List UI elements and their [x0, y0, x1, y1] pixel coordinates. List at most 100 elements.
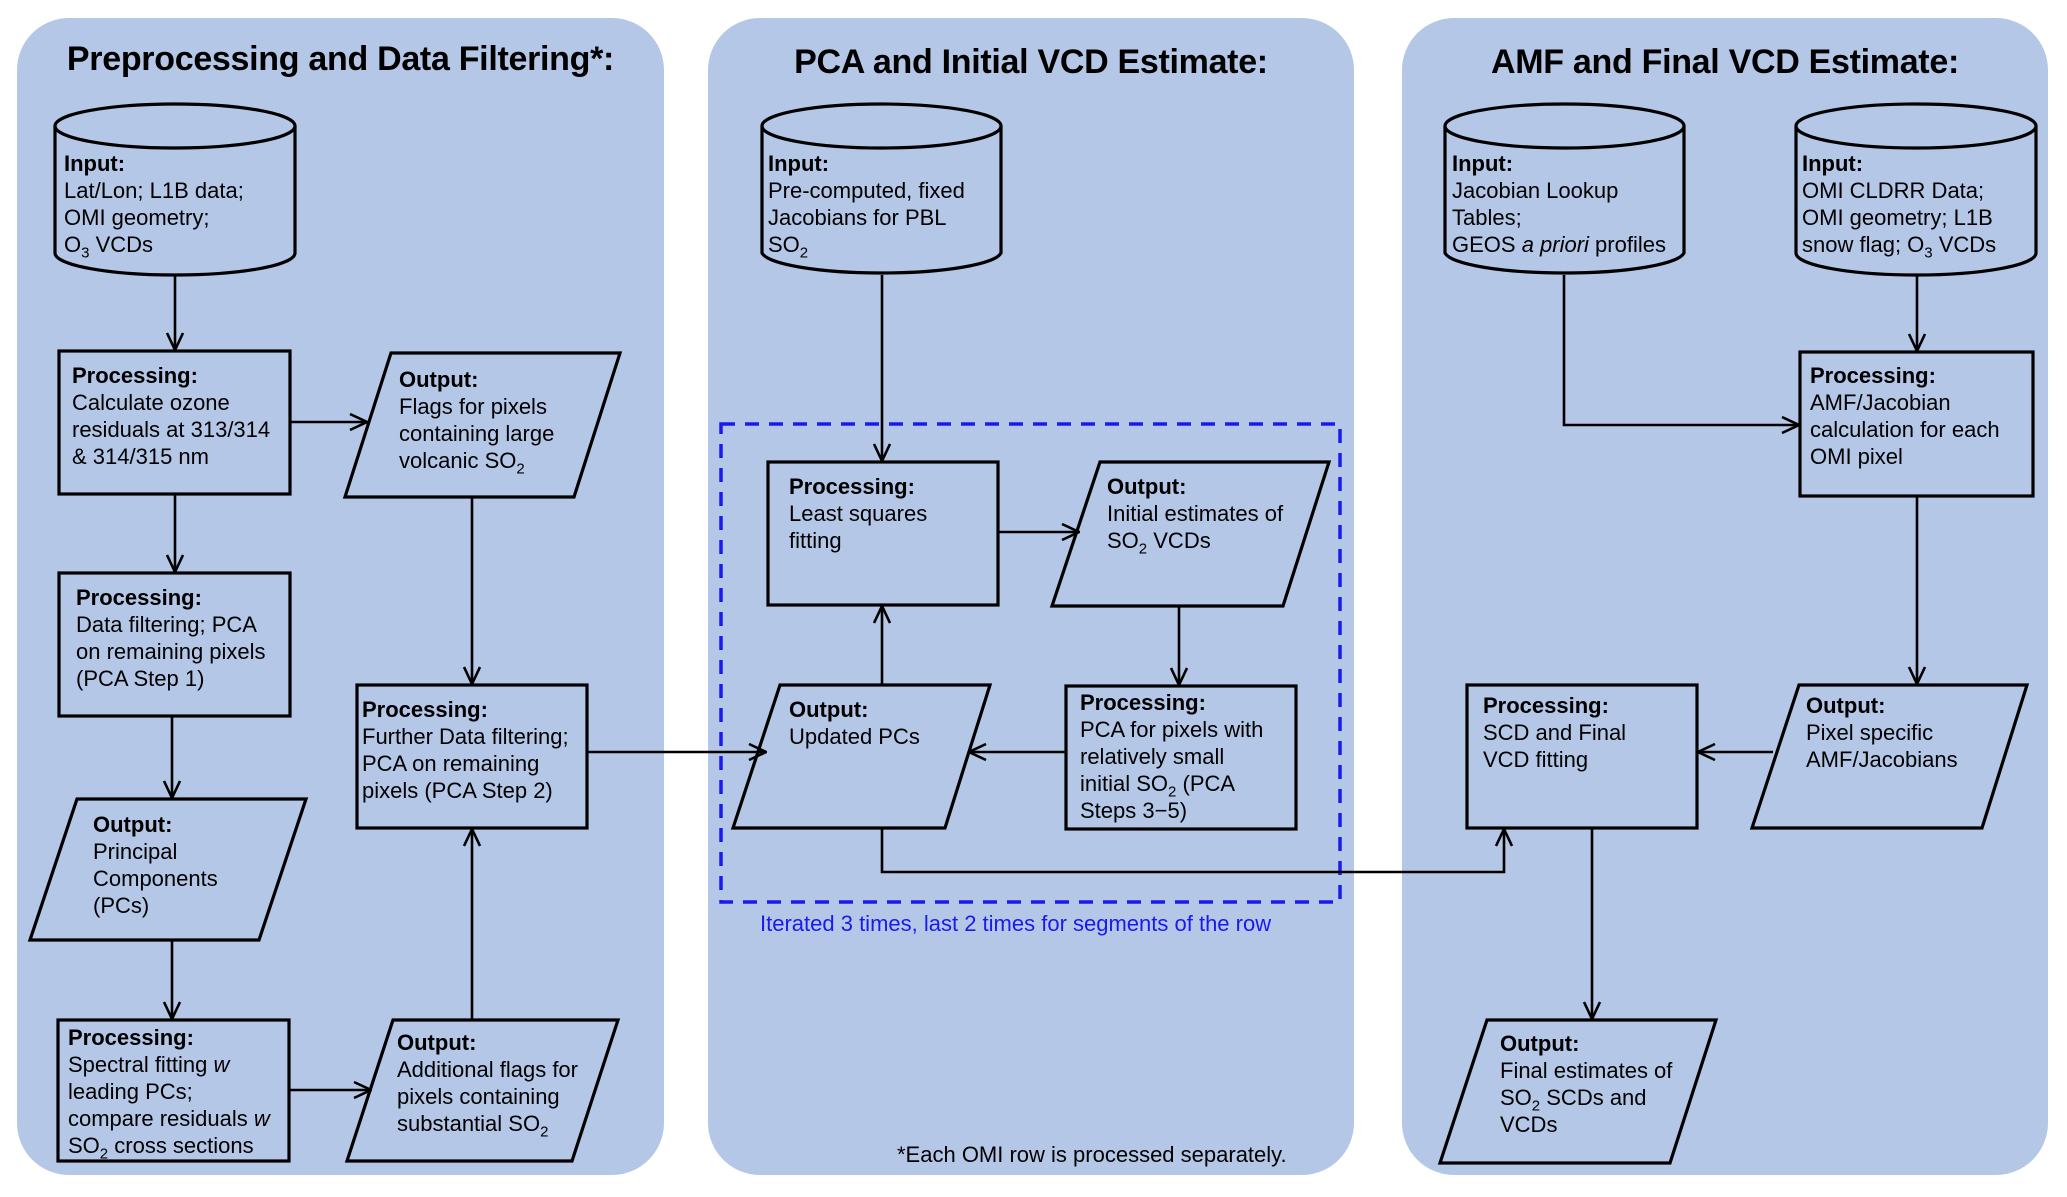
node-text-line: Steps 3−5): [1080, 798, 1188, 823]
node-text-line: SO2 cross sections: [68, 1133, 254, 1163]
node-text-line: VCD fitting: [1483, 747, 1589, 772]
shape-input-jacobians: [760, 102, 1003, 275]
node-text-line: GEOS a priori profiles: [1452, 232, 1666, 257]
node-heading: Output:: [1806, 693, 1886, 718]
subscript: 2: [799, 244, 809, 262]
node-heading: Input:: [64, 151, 126, 176]
shape-proc-pca35: [1064, 684, 1298, 831]
node-text-line: SO2 SCDs and: [1500, 1085, 1647, 1115]
node-text-line: OMI CLDRR Data;: [1802, 178, 1985, 203]
subscript: 2: [99, 1145, 109, 1163]
node-text-line: Pre-computed, fixed: [768, 178, 965, 203]
shape-out-flags: [342, 351, 623, 499]
node-text-line: on remaining pixels: [76, 639, 266, 664]
node-text-line: PCA for pixels with: [1080, 717, 1264, 742]
shape-out-updated: [730, 683, 993, 830]
shape-out-final: [1437, 1018, 1719, 1165]
italic-text: w: [253, 1106, 270, 1131]
node-heading: Processing:: [76, 585, 202, 610]
node-text-line: Calculate ozone: [72, 390, 230, 415]
italic-text: w: [213, 1052, 230, 1077]
shape-proc-lsq: [766, 460, 1000, 607]
shape-proc-ozone: [57, 349, 292, 496]
shape-proc-spectral: [56, 1018, 291, 1163]
node-text-line: AMF/Jacobian: [1810, 390, 1951, 415]
node-text-line: Data filtering; PCA: [76, 612, 257, 637]
node-text-line: relatively small: [1080, 744, 1225, 769]
node-text-line: Least squares: [789, 501, 928, 526]
italic-text: a priori: [1521, 232, 1589, 257]
node-heading: Output:: [397, 1030, 477, 1055]
node-text-line: Jacobian Lookup: [1452, 178, 1619, 203]
subscript: 3: [1924, 244, 1933, 262]
node-heading: Input:: [1452, 151, 1514, 176]
node-text-line: Lat/Lon; L1B data;: [64, 178, 244, 203]
node-text-line: O3 VCDs: [64, 232, 154, 262]
shape-proc-filter1: [57, 571, 292, 718]
node-text-line: volcanic SO2: [399, 448, 525, 478]
node-text-line: AMF/Jacobians: [1806, 747, 1958, 772]
panel-title-pca: PCA and Initial VCD Estimate:: [794, 43, 1268, 81]
node-text-line: Spectral fitting w: [68, 1052, 230, 1077]
node-heading: Processing:: [1483, 693, 1609, 718]
node-text-line: Final estimates of: [1500, 1058, 1673, 1083]
node-text-line: Updated PCs: [789, 724, 920, 749]
shape-out-pcs: [27, 797, 309, 942]
node-text-line: initial SO2 (PCA: [1080, 771, 1236, 801]
node-text-line: SCD and Final: [1483, 720, 1627, 745]
node-heading: Processing:: [72, 363, 198, 388]
node-heading: Output:: [789, 697, 869, 722]
node-text-line: OMI pixel: [1810, 444, 1903, 469]
iteration-caption: Iterated 3 times, last 2 times for segme…: [760, 911, 1272, 936]
node-text-line: SO2 VCDs: [1107, 528, 1211, 558]
shape-input-lookup: [1443, 102, 1686, 275]
shape-out-pixel-amf: [1749, 683, 2030, 830]
node-text-line: (PCA Step 1): [76, 666, 205, 691]
node-text-line: VCDs: [1500, 1112, 1558, 1137]
subscript: 2: [1138, 540, 1148, 558]
node-text-line: substantial SO2: [397, 1111, 549, 1141]
node-out-updated: Output:Updated PCs: [789, 696, 969, 750]
node-text-line: (PCs): [93, 893, 150, 918]
node-heading: Input:: [768, 151, 830, 176]
node-input-l1b: Input:Lat/Lon; L1B data;OMI geometry;O3 …: [64, 150, 294, 262]
shape-out-initial: [1049, 460, 1332, 608]
node-text-line: leading PCs;: [68, 1079, 193, 1104]
node-text-line: compare residuals w: [68, 1106, 270, 1131]
node-text-line: Jacobians for PBL: [768, 205, 947, 230]
panel-title-amf: AMF and Final VCD Estimate:: [1491, 43, 1959, 81]
arrow-updated-to-scd: [880, 828, 1504, 874]
node-text-line: Tables;: [1452, 205, 1522, 230]
node-proc-filter2: Processing:Further Data filtering;PCA on…: [362, 696, 586, 804]
node-text-line: residuals at 313/314: [72, 417, 271, 442]
node-text-line: containing large: [399, 421, 555, 446]
subscript: 2: [540, 1123, 549, 1141]
node-heading: Processing:: [1810, 363, 1936, 388]
node-text-line: Initial estimates of: [1107, 501, 1284, 526]
node-text-line: snow flag; O3 VCDs: [1802, 232, 1997, 262]
node-text-line: pixels (PCA Step 2): [362, 778, 553, 803]
node-text-line: pixels containing: [397, 1084, 560, 1109]
node-text-line: & 314/315 nm: [72, 444, 209, 469]
node-text-line: PCA on remaining: [362, 751, 540, 776]
node-text-line: Pixel specific: [1806, 720, 1934, 745]
node-heading: Output:: [1500, 1031, 1580, 1056]
subscript: 2: [1531, 1097, 1541, 1115]
node-text-line: Further Data filtering;: [362, 724, 569, 749]
node-heading: Output:: [1107, 474, 1187, 499]
node-heading: Processing:: [362, 697, 488, 722]
node-heading: Processing:: [68, 1025, 194, 1050]
